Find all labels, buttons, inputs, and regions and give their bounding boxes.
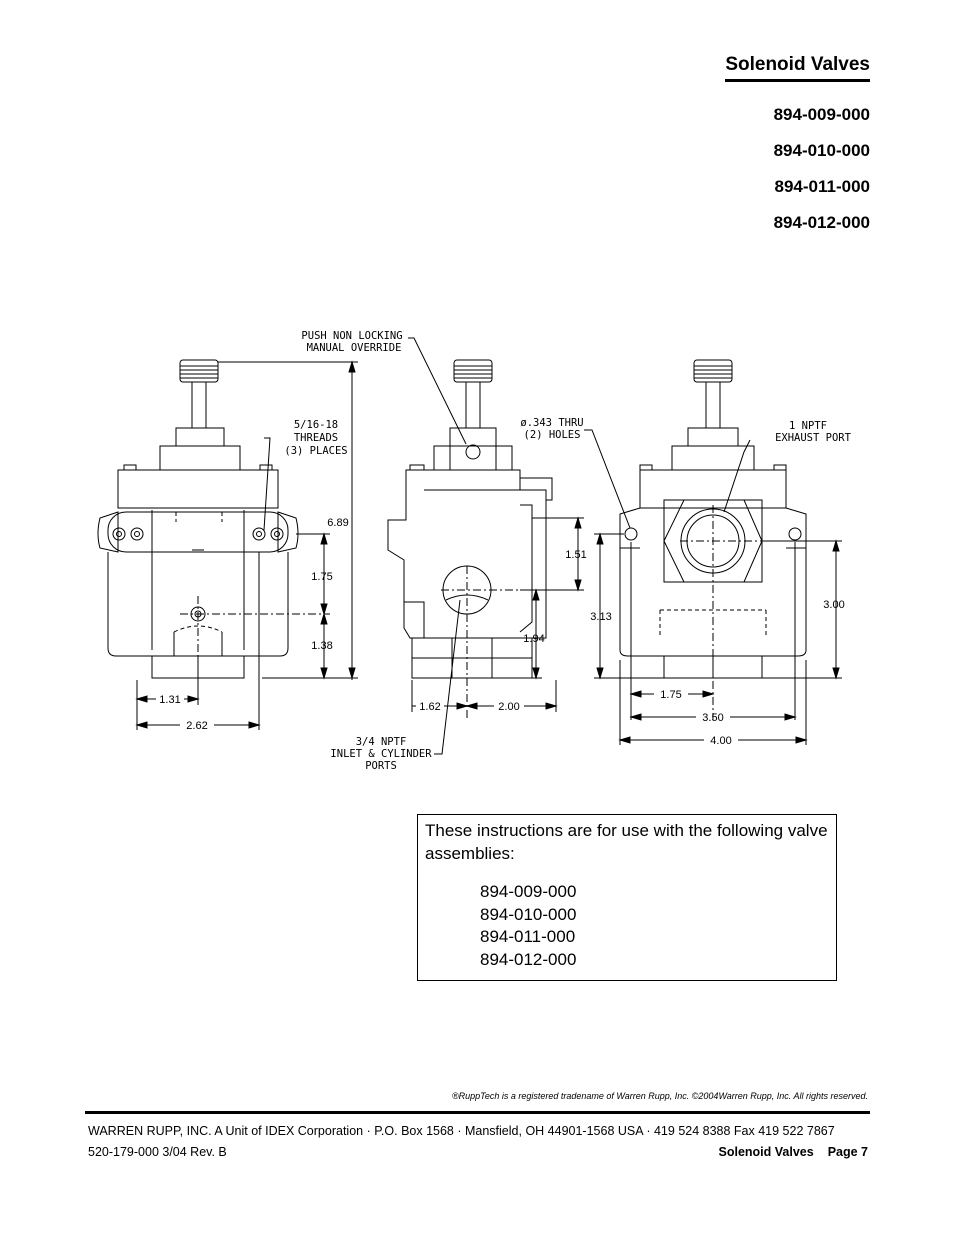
callout-threads: THREADS bbox=[294, 432, 338, 444]
note-part-number: 894-009-000 bbox=[480, 882, 577, 901]
side-view-dimensions: 1.51 1.94 1.62 2.00 bbox=[411, 516, 587, 713]
dim-side-port: 1.94 bbox=[523, 633, 544, 645]
footer-doc-number: 520-179-000 3/04 Rev. B bbox=[88, 1145, 227, 1159]
dim-front-half-width: 1.31 bbox=[159, 694, 180, 706]
back-view-dimensions: 3.13 3.00 1.75 3.50 4.00 bbox=[590, 532, 845, 747]
dim-front-upper: 1.75 bbox=[311, 571, 332, 583]
callout-labels: PUSH NON LOCKING MANUAL OVERRIDE 5/16-18… bbox=[284, 330, 851, 772]
callout-exhaust: EXHAUST PORT bbox=[775, 432, 852, 444]
footer-page-number: Page 7 bbox=[827, 1145, 868, 1159]
callout-threads: 5/16-18 bbox=[294, 419, 338, 431]
part-number: 894-011-000 bbox=[774, 177, 870, 196]
dim-back-height-a: 3.13 bbox=[590, 611, 611, 623]
callout-exhaust: 1 NPTF bbox=[789, 420, 827, 432]
dim-side-upper: 1.51 bbox=[565, 549, 586, 561]
back-view bbox=[619, 359, 830, 720]
dim-side-right: 2.00 bbox=[498, 701, 519, 713]
callout-inlet: 3/4 NPTF bbox=[356, 736, 407, 748]
side-view bbox=[387, 359, 553, 720]
callout-threads: (3) PLACES bbox=[284, 445, 347, 457]
front-view-dimensions: 6.89 1.75 1.38 1.31 2.62 bbox=[135, 360, 358, 732]
note-part-number: 894-010-000 bbox=[480, 904, 577, 924]
trademark-notice: ®RuppTech is a registered tradename of W… bbox=[452, 1091, 868, 1101]
note-part-list: 894-009-000 894-010-000 894-011-000 894-… bbox=[425, 881, 829, 971]
note-part-number: 894-012-000 bbox=[480, 949, 577, 969]
dim-side-left: 1.62 bbox=[419, 701, 440, 713]
part-number: 894-009-000 bbox=[773, 105, 870, 124]
instructions-note-box: These instructions are for use with the … bbox=[417, 814, 837, 981]
callout-leaders bbox=[263, 337, 751, 755]
dim-back-half: 1.75 bbox=[660, 689, 681, 701]
dim-front-width: 2.62 bbox=[186, 720, 207, 732]
callout-holes: ø.343 THRU bbox=[520, 417, 583, 429]
footer-divider bbox=[85, 1111, 870, 1114]
dim-height-total: 6.89 bbox=[327, 517, 348, 529]
front-view bbox=[97, 359, 330, 700]
callout-override: MANUAL OVERRIDE bbox=[307, 342, 402, 354]
dim-front-lower: 1.38 bbox=[311, 640, 332, 652]
note-part-number: 894-011-000 bbox=[480, 927, 576, 946]
dim-back-mount: 3.50 bbox=[702, 712, 723, 724]
valve-dimension-drawing: 6.89 1.75 1.38 1.31 2.62 bbox=[97, 330, 852, 772]
callout-inlet: INLET & CYLINDER bbox=[330, 748, 432, 760]
footer-company-info: WARREN RUPP, INC. A Unit of IDEX Corpora… bbox=[88, 1124, 835, 1138]
part-number-list: 894-009-000 894-010-000 894-011-000 894-… bbox=[774, 104, 870, 248]
dim-back-height-b: 3.00 bbox=[823, 599, 844, 611]
part-number: 894-012-000 bbox=[773, 213, 870, 232]
footer-section-name: Solenoid Valves bbox=[718, 1145, 814, 1159]
footer-page-info: Solenoid Valves Page 7 bbox=[705, 1145, 869, 1159]
part-number: 894-010-000 bbox=[773, 141, 870, 160]
note-text: These instructions are for use with the … bbox=[425, 821, 828, 863]
dim-back-width: 4.00 bbox=[710, 735, 731, 747]
callout-override: PUSH NON LOCKING bbox=[301, 330, 402, 342]
callout-inlet: PORTS bbox=[365, 760, 397, 772]
section-title: Solenoid Valves bbox=[725, 54, 870, 82]
callout-holes: (2) HOLES bbox=[524, 429, 581, 441]
